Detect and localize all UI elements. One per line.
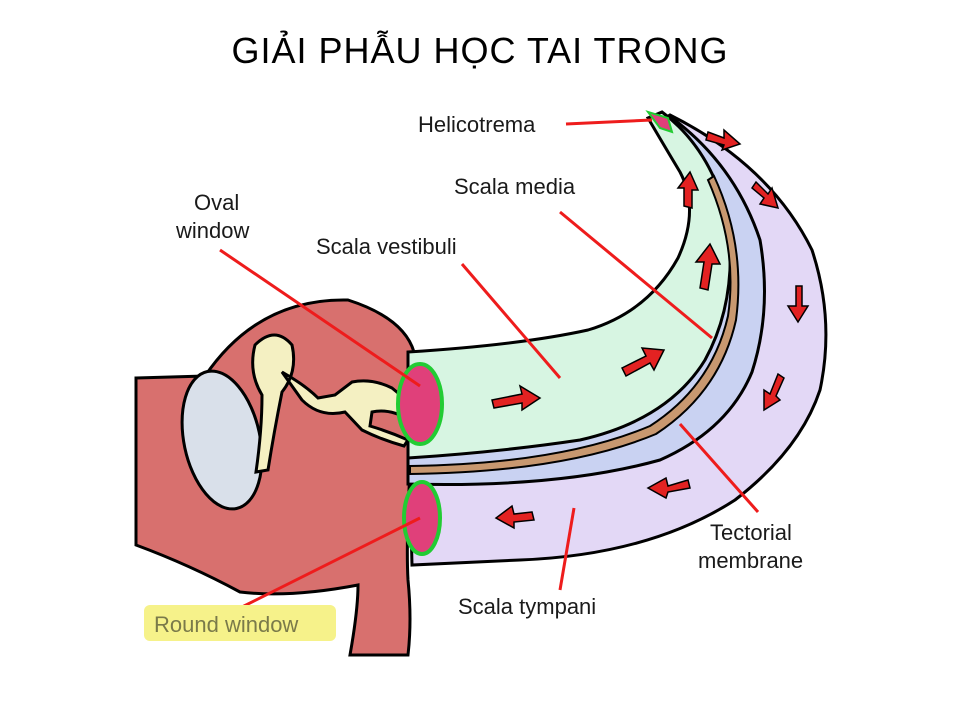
label-tectorial-line2: membrane (698, 548, 803, 573)
leader-line-helicotrema (565, 118, 653, 126)
leader-line-round-window (239, 516, 421, 610)
tectorial-membrane (409, 174, 740, 476)
scala-vestibuli (406, 110, 732, 460)
leader-lines (219, 118, 760, 610)
flow-arrow (646, 476, 691, 500)
label-helicotrema: Helicotrema (418, 112, 536, 137)
flow-arrow (676, 170, 700, 209)
label-oval-window-line2: window (175, 218, 249, 243)
fluid-flow-arrows (491, 128, 810, 530)
label-scala-vestibuli: Scala vestibuli (316, 234, 457, 259)
flow-arrow (705, 128, 742, 152)
round-window (402, 480, 442, 556)
helicotrema-marker (645, 110, 674, 134)
leader-line-tectorial (678, 423, 760, 513)
label-scala-tympani: Scala tympani (458, 594, 596, 619)
flow-arrow (491, 384, 542, 412)
page-title: GIẢI PHẪU HỌC TAI TRONG (231, 30, 729, 71)
flow-arrow (786, 285, 810, 324)
leader-line-scala-media (559, 210, 713, 340)
label-scala-media: Scala media (454, 174, 576, 199)
flow-arrow (494, 504, 535, 530)
round-window-highlight (144, 605, 336, 641)
leader-line-oval-window (219, 248, 421, 388)
label-oval-window-line1: Oval (194, 190, 239, 215)
flow-arrow (620, 347, 666, 378)
flow-arrow (751, 180, 780, 210)
label-round-window: Round window (154, 612, 298, 637)
ossicles (251, 333, 416, 474)
flow-arrow (694, 242, 722, 291)
leader-line-scala-vestibuli (460, 263, 562, 379)
flow-arrow (763, 372, 785, 412)
oval-window (396, 362, 444, 446)
label-tectorial-line1: Tectorial (710, 520, 792, 545)
leader-line-scala-tympani (558, 507, 576, 591)
